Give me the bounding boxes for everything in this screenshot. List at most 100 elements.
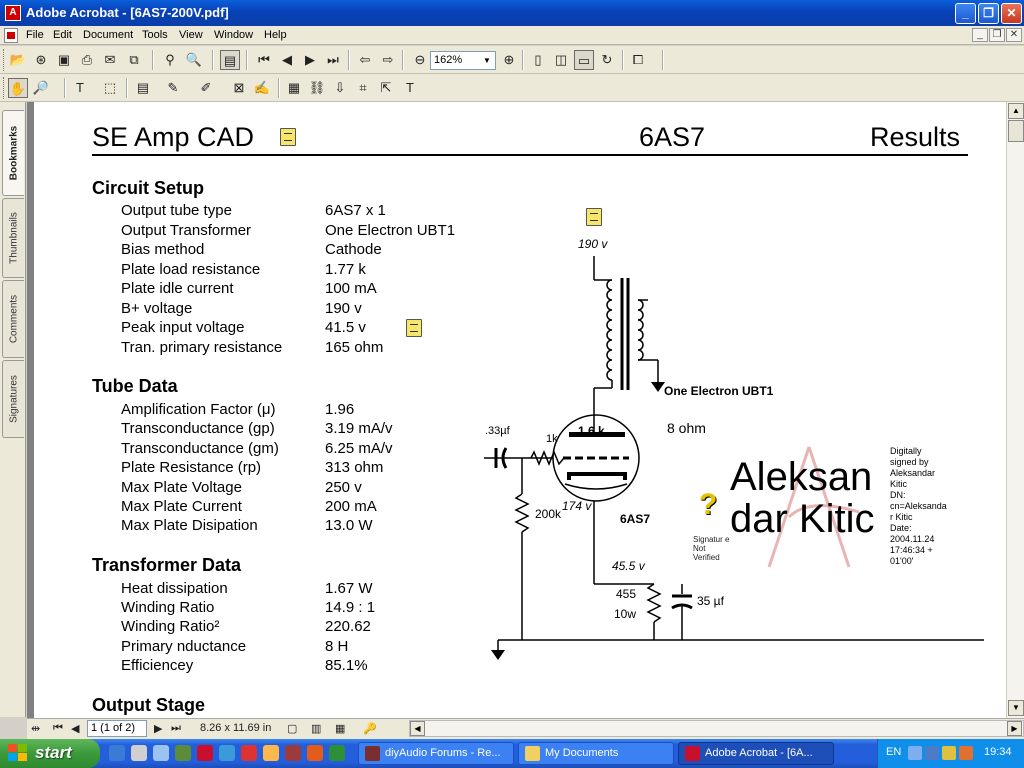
tab-bookmarks[interactable]: Bookmarks bbox=[2, 110, 24, 196]
tab-thumbnails[interactable]: Thumbnails bbox=[2, 198, 24, 278]
first-page-icon[interactable]: ⏮ bbox=[258, 52, 270, 67]
menu-document[interactable]: Document bbox=[83, 29, 134, 41]
scroll-down-icon[interactable]: ▼ bbox=[1008, 700, 1024, 716]
horizontal-scrollbar[interactable]: ◀ ▶ bbox=[409, 720, 1024, 737]
media-icon[interactable] bbox=[241, 745, 257, 761]
security-icon[interactable] bbox=[942, 746, 956, 760]
acrobat-app-icon[interactable]: A bbox=[5, 5, 21, 21]
firewall-icon[interactable] bbox=[959, 746, 973, 760]
scroll-right-icon[interactable]: ▶ bbox=[1007, 721, 1022, 736]
page-setup-icon[interactable]: ⧉ bbox=[129, 52, 139, 67]
firefox-icon[interactable] bbox=[307, 745, 323, 761]
task-diyaudio[interactable]: diyAudio Forums - Re... bbox=[358, 742, 514, 765]
maximize-button[interactable]: ❐ bbox=[978, 3, 999, 24]
next-page-icon[interactable]: ▶ bbox=[305, 52, 315, 67]
network-icon[interactable] bbox=[925, 746, 939, 760]
zoom-out-icon[interactable]: ⊖ bbox=[414, 52, 426, 67]
rotate-icon[interactable]: ↻ bbox=[601, 52, 613, 67]
signature-status: Signatur e Not Verified bbox=[693, 535, 730, 562]
tab-signatures[interactable]: Signatures bbox=[2, 360, 24, 438]
touchup-object-icon[interactable]: ⇱ bbox=[380, 80, 392, 95]
document-viewport[interactable]: SE Amp CAD 6AS7 Results Circuit Setup Ou… bbox=[27, 102, 1008, 718]
note-icon[interactable] bbox=[586, 208, 602, 226]
document-icon[interactable] bbox=[4, 28, 18, 43]
open-web-icon[interactable]: ⊛ bbox=[35, 52, 47, 67]
print-icon[interactable]: ⎙ bbox=[81, 52, 93, 67]
doc-close-button[interactable]: ✕ bbox=[1006, 28, 1022, 42]
last-page-icon[interactable]: ⏭ bbox=[327, 52, 339, 67]
scroll-thumb[interactable] bbox=[1008, 120, 1024, 142]
vertical-scrollbar[interactable]: ▲ ▼ bbox=[1006, 102, 1024, 718]
save-icon[interactable]: ▣ bbox=[57, 52, 71, 67]
single-page-icon[interactable]: ▢ bbox=[287, 723, 298, 735]
movie-tool-icon[interactable]: ▦ bbox=[287, 80, 301, 95]
last-page-status-icon[interactable]: ⏭ bbox=[171, 722, 181, 734]
chevron-down-icon[interactable]: ▼ bbox=[483, 56, 491, 65]
previous-page-status-icon[interactable]: ◀ bbox=[71, 723, 80, 735]
facing-pages-icon[interactable]: ▦ bbox=[335, 723, 346, 735]
hand-tool-icon[interactable]: ✋ bbox=[8, 78, 28, 98]
crop-tool-icon[interactable]: ⌗ bbox=[359, 80, 367, 95]
next-view-icon[interactable]: ⇨ bbox=[382, 52, 394, 67]
actual-size-icon[interactable]: ▯ bbox=[534, 52, 542, 67]
close-button[interactable]: ✕ bbox=[1001, 3, 1022, 24]
highlight-tool-icon[interactable]: ✐ bbox=[200, 80, 212, 95]
previous-view-icon[interactable]: ⇦ bbox=[359, 52, 371, 67]
tray-arrow-icon[interactable] bbox=[908, 746, 922, 760]
language-indicator[interactable]: EN bbox=[886, 746, 902, 758]
clock-app-icon[interactable] bbox=[263, 745, 279, 761]
fit-width-icon[interactable]: ▭ bbox=[574, 50, 594, 70]
page-number-field[interactable]: 1 (1 of 2) bbox=[87, 720, 147, 737]
app-icon[interactable] bbox=[175, 745, 191, 761]
menu-tools[interactable]: Tools bbox=[142, 29, 168, 41]
minimize-button[interactable]: _ bbox=[955, 3, 976, 24]
touchup-text-icon[interactable]: T bbox=[406, 80, 414, 95]
form-tool-icon[interactable]: ⊠ bbox=[233, 80, 245, 95]
text-select-icon[interactable]: T bbox=[76, 80, 84, 95]
winamp-icon[interactable] bbox=[329, 745, 345, 761]
doc-minimize-button[interactable]: _ bbox=[972, 28, 988, 42]
ie-icon[interactable] bbox=[109, 745, 125, 761]
scroll-up-icon[interactable]: ▲ bbox=[1008, 103, 1024, 119]
clock[interactable]: 19:34 bbox=[984, 746, 1012, 758]
menu-view[interactable]: View bbox=[179, 29, 203, 41]
menu-edit[interactable]: Edit bbox=[53, 29, 72, 41]
continuous-page-icon[interactable]: ▥ bbox=[311, 723, 322, 735]
find-icon[interactable]: ⚲ bbox=[165, 52, 175, 67]
split-handle-icon[interactable]: ⇹ bbox=[31, 723, 41, 735]
tab-comments[interactable]: Comments bbox=[2, 280, 24, 358]
link-tool-icon[interactable]: ⛓ bbox=[308, 80, 326, 95]
menu-window[interactable]: Window bbox=[214, 29, 254, 41]
desktop-icon[interactable] bbox=[153, 745, 169, 761]
next-page-status-icon[interactable]: ▶ bbox=[154, 723, 163, 735]
note-icon[interactable] bbox=[280, 128, 296, 146]
first-page-status-icon[interactable]: ⏮ bbox=[53, 722, 63, 734]
page-layout-icon[interactable]: ⧠ bbox=[632, 52, 644, 67]
menu-file[interactable]: File bbox=[26, 29, 44, 41]
task-my-documents[interactable]: My Documents bbox=[518, 742, 674, 765]
search-icon[interactable]: 🔍 bbox=[185, 52, 203, 67]
zoom-in-icon[interactable]: ⊕ bbox=[503, 52, 515, 67]
realplayer-icon[interactable] bbox=[285, 745, 301, 761]
menu-help[interactable]: Help bbox=[264, 29, 287, 41]
note-icon[interactable] bbox=[406, 319, 422, 337]
pencil-tool-icon[interactable]: ✎ bbox=[167, 80, 179, 95]
article-tool-icon[interactable]: ⇩ bbox=[334, 80, 346, 95]
search-tool-icon[interactable] bbox=[219, 745, 235, 761]
outlook-icon[interactable] bbox=[131, 745, 147, 761]
previous-page-icon[interactable]: ◀ bbox=[282, 52, 292, 67]
graphics-select-icon[interactable]: ⬚ bbox=[103, 80, 117, 95]
acrobat-quicklaunch-icon[interactable] bbox=[197, 745, 213, 761]
signature-tool-icon[interactable]: ✍ bbox=[253, 80, 271, 95]
show-navigation-pane-icon[interactable]: ▤ bbox=[220, 50, 240, 70]
zoom-input[interactable]: 162% ▼ bbox=[430, 51, 496, 70]
zoom-tool-icon[interactable]: 🔎 bbox=[32, 80, 50, 95]
email-icon[interactable]: ✉ bbox=[104, 52, 116, 67]
fit-page-icon[interactable]: ◫ bbox=[554, 52, 568, 67]
start-button[interactable]: start bbox=[0, 739, 100, 768]
note-tool-icon[interactable]: ▤ bbox=[136, 80, 150, 95]
task-adobe-acrobat[interactable]: Adobe Acrobat - [6A... bbox=[678, 742, 834, 765]
scroll-left-icon[interactable]: ◀ bbox=[410, 721, 425, 736]
doc-restore-button[interactable]: ❐ bbox=[989, 28, 1005, 42]
open-icon[interactable]: 📂 bbox=[9, 52, 27, 67]
